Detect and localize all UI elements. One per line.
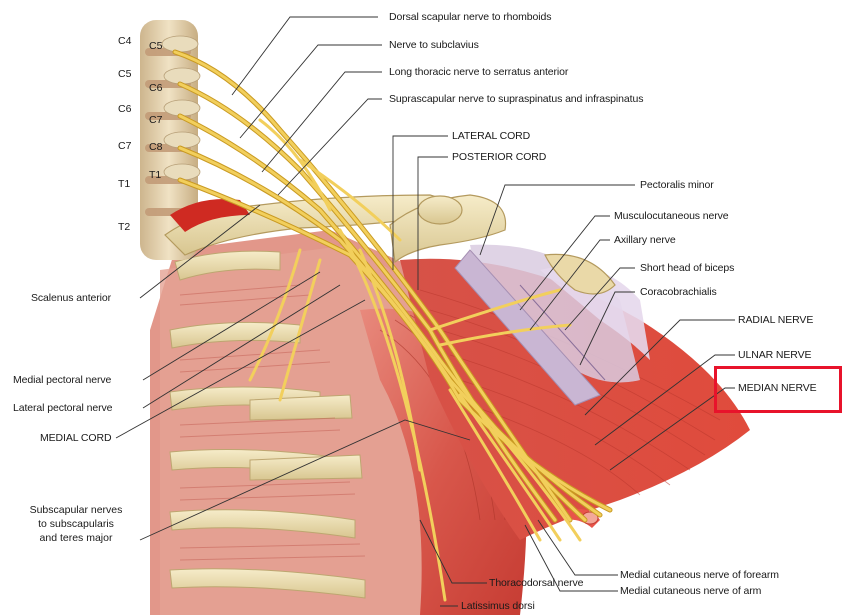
label-dorsal-scapular: Dorsal scapular nerve to rhomboids: [389, 11, 551, 23]
label-root-t1: T1: [149, 169, 161, 181]
label-root-c8: C8: [149, 141, 162, 153]
label-c6-left: C6: [118, 103, 131, 115]
label-lateral-cord: LATERAL CORD: [452, 130, 530, 142]
label-medial-pectoral: Medial pectoral nerve: [13, 374, 111, 386]
label-medial-cutaneous-arm: Medial cutaneous nerve of arm: [620, 585, 761, 597]
label-coracobrachialis: Coracobrachialis: [640, 286, 717, 298]
label-long-thoracic: Long thoracic nerve to serratus anterior: [389, 66, 568, 78]
label-subscapular-line-3: and teres major: [14, 531, 138, 545]
label-c4-left: C4: [118, 35, 131, 47]
label-root-c5: C5: [149, 40, 162, 52]
label-scalenus-anterior: Scalenus anterior: [31, 292, 111, 304]
label-suprascapular: Suprascapular nerve to supraspinatus and…: [389, 93, 643, 105]
label-short-head-biceps: Short head of biceps: [640, 262, 734, 274]
label-axillary: Axillary nerve: [614, 234, 676, 246]
median-nerve-highlight-box: [714, 366, 842, 413]
label-lateral-pectoral: Lateral pectoral nerve: [13, 402, 112, 414]
label-latissimus-dorsi: Latissimus dorsi: [461, 600, 535, 612]
label-subscapular-line-2: to subscapularis: [14, 517, 138, 531]
label-subclavius: Nerve to subclavius: [389, 39, 479, 51]
label-musculocutaneous: Musculocutaneous nerve: [614, 210, 729, 222]
label-t2-left: T2: [118, 221, 130, 233]
label-subscapular-line-1: Subscapular nerves: [14, 503, 138, 517]
label-radial-nerve: RADIAL NERVE: [738, 314, 813, 326]
label-root-c6: C6: [149, 82, 162, 94]
label-pectoralis-minor: Pectoralis minor: [640, 179, 714, 191]
label-root-c7: C7: [149, 114, 162, 126]
label-posterior-cord: POSTERIOR CORD: [452, 151, 546, 163]
label-ulnar-nerve: ULNAR NERVE: [738, 349, 811, 361]
label-subscapular-nerves: Subscapular nerves to subscapularis and …: [14, 503, 138, 545]
label-thoracodorsal: Thoracodorsal nerve: [489, 577, 583, 589]
label-c5-left: C5: [118, 68, 131, 80]
label-medial-cutaneous-forearm: Medial cutaneous nerve of forearm: [620, 569, 779, 581]
label-t1-left: T1: [118, 178, 130, 190]
label-medial-cord: MEDIAL CORD: [40, 432, 111, 444]
label-c7-left: C7: [118, 140, 131, 152]
